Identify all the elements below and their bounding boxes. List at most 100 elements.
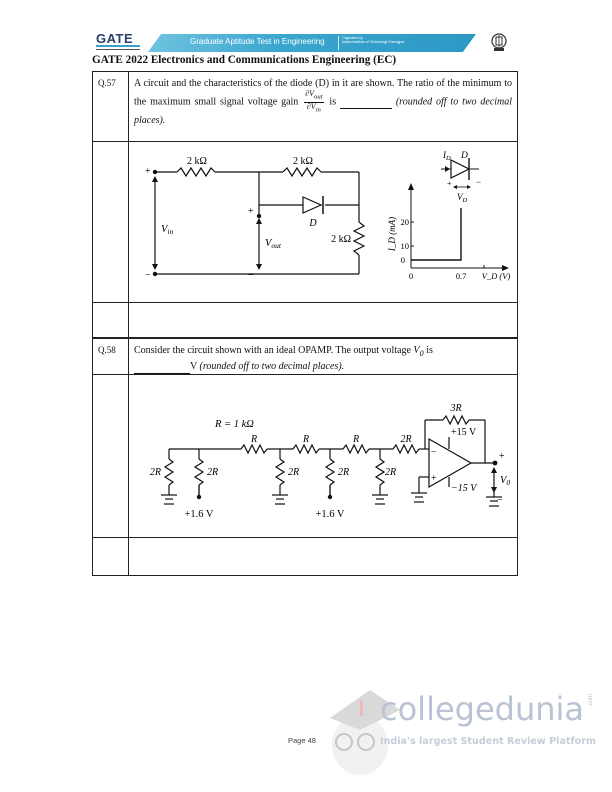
question-row: Q.58 Consider the circuit shown with an …: [93, 339, 517, 374]
question-table-q57: Q.57 A circuit and the characteristics o…: [92, 71, 518, 338]
rounding-note: (rounded off to two decimal places).: [199, 361, 345, 372]
unit-label: V: [190, 361, 198, 372]
series-resistor-label: R: [250, 434, 257, 445]
rounding-note: (rounded off to two decimal places).: [134, 96, 513, 127]
opamp-icon: [428, 437, 473, 489]
empty-cell: [93, 375, 129, 537]
terminal-node: [256, 213, 262, 219]
question-text-part: is: [426, 345, 433, 356]
iv-curve: [411, 208, 462, 261]
gain-fraction: ∂Vout ∂Vin: [304, 89, 324, 114]
resistor-r2: [282, 166, 322, 178]
organised-by-label: Organised by: [342, 36, 363, 40]
arrow-left-icon: [453, 185, 457, 189]
resistor-series-2: [292, 443, 320, 455]
gate-logo: GATE: [92, 30, 144, 54]
arrow-right-icon: [467, 185, 471, 189]
resistor-r3: [352, 221, 365, 256]
source-node: [327, 494, 333, 500]
vo-label: V0: [500, 475, 510, 487]
resistor-shunt-3: [274, 458, 286, 486]
question-text: Consider the circuit shown with an ideal…: [129, 339, 517, 374]
diode-icon: [450, 159, 471, 179]
shunt-resistor-label: 2R: [150, 467, 161, 478]
figure-cell: − + R = 1 kΩ R R R 2R 2R 2R 2R 2R 2R +1.…: [129, 375, 517, 537]
answer-row: [93, 302, 517, 337]
shunt-resistor-label: 2R: [207, 467, 218, 478]
question-text-part: Consider the circuit shown with an ideal…: [134, 345, 411, 356]
diode-label: D: [308, 218, 317, 229]
output-node: [492, 460, 498, 466]
positive-supply-label: +15 V: [451, 427, 477, 438]
fraction-denominator: ∂V: [306, 101, 316, 111]
arrow-down-icon: [152, 264, 158, 270]
diode-icon: [302, 196, 323, 214]
fraction-numerator: ∂V: [305, 89, 315, 98]
source-voltage-label: +1.6 V: [184, 509, 213, 520]
r2-label: 2 kΩ: [293, 156, 313, 167]
output-plus: +: [499, 451, 505, 462]
question-number: Q.57: [93, 72, 129, 141]
brand-tagline: India's largest Student Review Platform: [380, 736, 596, 747]
y-axis-arrow-icon: [408, 183, 414, 190]
y-axis-label: I_D (mA): [387, 217, 397, 252]
fraction-numerator-sub: out: [314, 93, 323, 101]
current-arrow-icon: [445, 166, 450, 172]
figure-cell: 2 kΩ 2 kΩ 2 kΩ D + − + − Vin Vout: [129, 142, 517, 302]
series-resistor-label: R: [302, 434, 309, 445]
question-text-part: A circuit and the characteristics of the…: [134, 78, 512, 108]
arrow-down-icon: [256, 264, 262, 270]
brand-name: collegedunia: [380, 690, 585, 728]
resistor-series-3: [342, 443, 370, 455]
vin-label: Vin: [161, 224, 174, 236]
banner-separator: [338, 36, 339, 50]
arrow-up-icon: [152, 176, 158, 182]
arrow-up-icon: [491, 467, 497, 473]
source-node: [196, 494, 202, 500]
answer-blank: [134, 360, 190, 374]
figure-row: 2 kΩ 2 kΩ 2 kΩ D + − + − Vin Vout: [93, 141, 517, 302]
question-text: A circuit and the characteristics of the…: [129, 72, 517, 141]
x-axis-arrow-icon: [502, 265, 509, 271]
diode-characteristic-graph: ID D + − VD 0 10 20 0 0.7 V_D: [387, 150, 511, 281]
empty-cell: [129, 538, 517, 575]
document-title: GATE 2022 Electronics and Communications…: [92, 54, 397, 66]
output-minus: −: [497, 495, 503, 506]
organiser-name: Indian Institute of Technology Kharagpur: [342, 40, 405, 44]
shunt-resistor-label: 2R: [338, 467, 349, 478]
id-label: ID: [442, 150, 451, 162]
shunt-resistor-label: 2R: [385, 467, 396, 478]
vin-minus: −: [145, 270, 151, 281]
y-tick-label: 20: [401, 217, 410, 227]
r1-label: 2 kΩ: [187, 156, 207, 167]
series-resistor-label: 2R: [400, 434, 411, 445]
terminal-node: [152, 271, 158, 277]
shunt-resistor-label: 2R: [288, 467, 299, 478]
question-row: Q.57 A circuit and the characteristics o…: [93, 72, 517, 141]
logo-subline: [96, 49, 140, 50]
resistor-series-4: [392, 443, 420, 455]
inverting-input-label: −: [431, 447, 437, 458]
arrow-up-icon: [256, 218, 262, 224]
question-table-q58: Q.58 Consider the circuit shown with an …: [92, 338, 518, 576]
question-text-part: is: [329, 96, 337, 108]
x-tick-label: 0: [409, 271, 413, 281]
x-axis-label: V_D (V): [482, 271, 511, 281]
vout-plus: +: [248, 206, 254, 217]
empty-cell: [93, 303, 129, 337]
banner-band: [148, 34, 476, 52]
resistor-r1: [176, 166, 216, 178]
vout-minus: −: [248, 270, 254, 281]
negative-supply-label: −15 V: [451, 483, 478, 494]
feedback-resistor-label: 3R: [449, 403, 461, 414]
resistor-shunt-1: [163, 458, 175, 486]
resistor-series-1: [240, 443, 268, 455]
arrow-down-icon: [491, 487, 497, 493]
q58-opamp-circuit-diagram: − + R = 1 kΩ R R R 2R 2R 2R 2R 2R 2R +1.…: [150, 403, 511, 520]
resistor-shunt-5: [374, 458, 386, 486]
vd-label: VD: [457, 192, 468, 204]
resistor-shunt-4: [324, 458, 336, 486]
y-tick-label: 10: [401, 241, 410, 251]
question-number: Q.58: [93, 339, 129, 374]
collegedunia-watermark: Page 48 collegedunia .com India's larges…: [280, 680, 610, 780]
